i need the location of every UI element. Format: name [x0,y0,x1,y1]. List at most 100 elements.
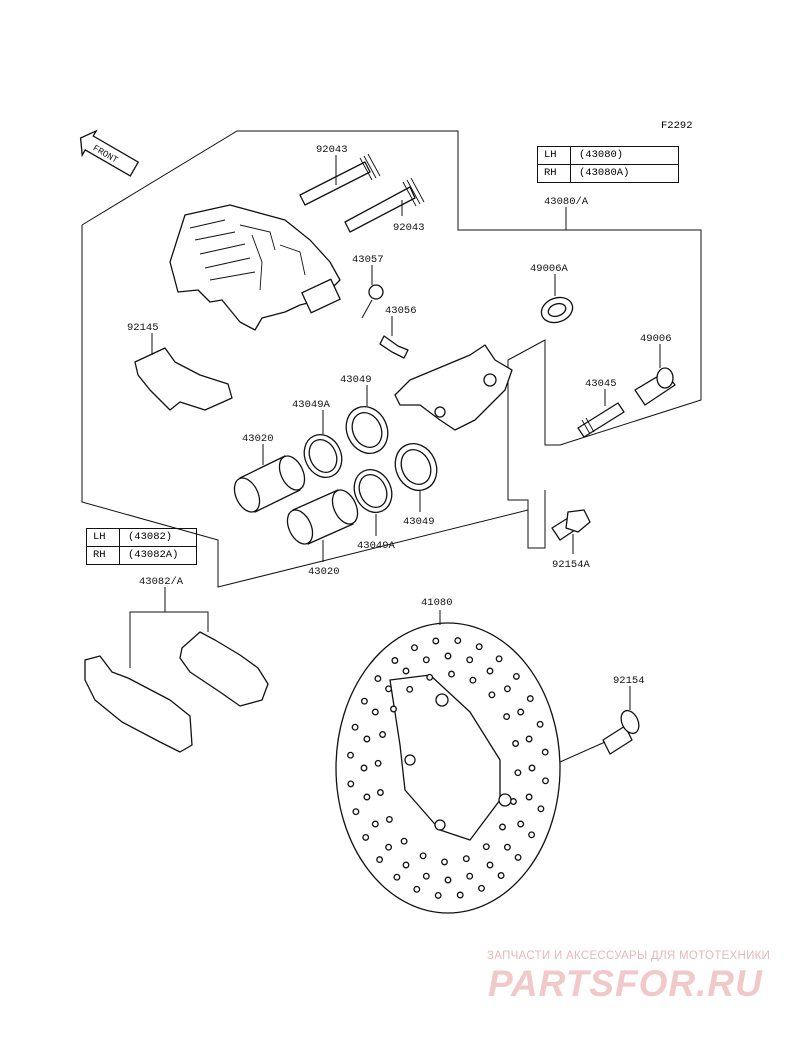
caliper-bracket [394,344,513,431]
disc-vent-hole [512,740,520,747]
side-cell: RH [538,165,571,182]
figure-code: F2292 [661,120,693,132]
disc-vent-hole [402,861,410,869]
seal-43049A-upper [303,434,343,478]
disc-vent-hole [379,731,387,738]
label-92145: 92145 [127,322,159,334]
label-43057: 43057 [352,254,384,266]
disc-vent-hole [482,843,490,851]
watermark-logo: PARTSFOR.RU [488,963,763,1004]
disc-vent-hole [466,656,474,664]
bleed-valve-43056 [379,335,409,359]
disc-vent-hole [509,798,517,805]
disc-vent-hole [528,764,536,772]
disc-vent-hole [374,759,382,767]
disc-vent-hole [525,735,533,743]
leader-lines [129,155,661,763]
part-cell: (43080A) [579,167,630,179]
boot-49006A [540,296,574,324]
brake-disc-41080 [335,622,561,914]
disc-vent-hole [422,872,430,880]
disc-vent-hole [503,843,511,851]
disc-vent-hole [542,777,549,785]
pad-variant-table: LH (43082) RH (43082A) [86,528,197,565]
bolt-92154 [602,709,640,755]
disc-vent-hole [385,685,393,693]
piston-43020-upper [233,455,306,513]
disc-vent-hole [385,815,393,823]
disc-vent-hole [363,735,371,743]
label-43056: 43056 [385,305,417,317]
disc-vent-hole [536,720,544,728]
disc-vent-hole [444,652,452,660]
side-cell: LH [538,147,571,164]
disc-vent-hole [488,691,496,699]
pin-92043-upper [299,153,381,206]
disc-vent-hole [422,656,430,664]
part-cell: (43082) [128,531,173,543]
disc-vent-hole [347,751,354,759]
disc-vent-hole [400,837,408,845]
disc-vent-hole [413,885,421,893]
disc-vent-hole [444,876,452,884]
disc-vent-hole [503,713,511,721]
disc-vent-hole [371,820,379,828]
disc-vent-hole [454,637,462,645]
disc-vent-hole [486,861,494,869]
label-41080: 41080 [421,597,453,609]
seal-43049A-lower [353,469,393,513]
disc-vent-hole [541,748,549,756]
disc-vent-hole [528,831,536,839]
disc-vent-hole [456,891,464,899]
label-43020: 43020 [308,566,340,578]
disc-vent-hole [526,695,534,703]
disc-vent-hole [466,872,474,880]
disc-vent-hole [517,820,525,828]
bolt-92154A [551,509,591,541]
disc-vent-hole [525,793,533,801]
disc-vent-hole [486,667,494,675]
disc-vent-hole [347,780,355,788]
seal-43049-lower [394,443,438,491]
pin-92043-lower [344,177,425,233]
disc-vent-hole [462,855,470,863]
label-92043: 92043 [316,144,348,156]
label-43080-A: 43080/A [544,196,589,208]
disc-vent-hole [514,853,522,861]
disc-vent-hole [363,793,371,801]
part-cell: (43080) [579,149,624,161]
label-49006A: 49006A [530,263,569,275]
label-92154: 92154 [613,675,645,687]
disc-vent-hole [434,891,442,899]
disc-vent-hole [514,769,522,777]
disc-vent-hole [469,676,477,684]
table-row: LH (43082) [87,529,196,546]
pad-spring-92145 [134,347,233,411]
front-arrow-icon: FRONT [79,129,140,177]
label-92154A: 92154A [552,559,591,571]
disc-vent-hole [360,697,368,705]
disc-vent-hole [385,843,393,851]
disc-vent-hole [376,789,384,796]
bracket-bolt-outline [527,490,546,549]
disc-vent-hole [352,808,360,816]
disc-vent-hole [402,667,410,675]
piston-43020-lower [286,489,359,545]
disc-vent-hole [419,852,427,860]
disc-vent-hole [517,708,525,716]
disc-vent-hole [393,873,401,881]
brake-pad-front [84,655,193,753]
boot-49006 [634,367,676,406]
disc-vent-hole [503,685,511,693]
disc-vent-hole [351,723,359,731]
disc-vent-hole [478,884,485,892]
brake-pad-rear [179,631,269,707]
disc-vent-hole [512,672,520,680]
label-43082-A: 43082/A [139,576,184,588]
table-row: LH (43080) [538,147,678,164]
disc-vent-hole [411,644,418,652]
label-43049A: 43049A [357,540,396,552]
seal-43049-upper [345,406,389,454]
label-43049A: 43049A [292,399,331,411]
table-row: RH (43080A) [538,164,678,182]
